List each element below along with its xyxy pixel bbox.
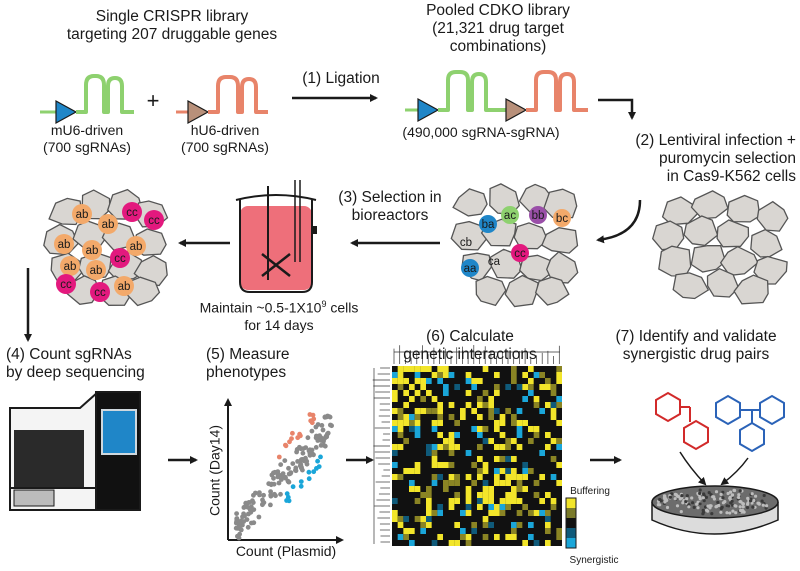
svg-text:ab: ab — [76, 209, 89, 221]
heatmap-top-dendrogram — [393, 345, 560, 364]
hU6-promoter-icon — [187, 99, 210, 125]
pooled-construct — [405, 70, 588, 123]
mU6-label: mU6-driven (700 sgRNAs) — [43, 122, 131, 155]
drug-arrow-right — [720, 457, 749, 486]
svg-text:cc: cc — [114, 253, 126, 265]
svg-text:bb: bb — [532, 210, 545, 222]
svg-text:bc: bc — [556, 213, 568, 225]
blue-drug-structure-icon — [715, 394, 785, 453]
heatmap-color-legend — [565, 497, 577, 549]
svg-text:ab: ab — [90, 265, 103, 277]
pooled-mU6-promoter-icon — [417, 97, 440, 123]
svg-text:ac: ac — [504, 210, 516, 222]
heatmap-cells — [392, 366, 562, 546]
svg-text:aa: aa — [464, 263, 477, 275]
svg-text:ab: ab — [64, 261, 77, 273]
step4-label: (4) Count sgRNAs by deep sequencing — [6, 346, 145, 381]
bioreactor-icon — [235, 180, 317, 293]
interaction-heatmap — [372, 345, 577, 549]
step5-label: (5) Measure phenotypes — [206, 346, 290, 381]
curved-arrow — [596, 199, 642, 244]
hU6-construct — [176, 75, 268, 125]
scatter-x-label: Count (Plasmid) — [235, 543, 337, 559]
step1-label: (1) Ligation — [302, 70, 380, 87]
heatmap-legend-buffering: Buffering — [570, 486, 610, 497]
svg-text:cc: cc — [60, 279, 72, 291]
orange-sgrna-hairpin-icon — [208, 75, 268, 114]
svg-text:ab: ab — [86, 245, 99, 257]
scatter-y-label: Count (Day14) — [206, 424, 223, 517]
heatmap-left-dendrogram — [372, 367, 390, 544]
single-library-title: Single CRISPR library targeting 207 drug… — [66, 8, 278, 43]
step3-label: (3) Selection in bioreactors — [338, 189, 442, 224]
pooled-library-title: Pooled CDKO library (21,321 drug target … — [426, 2, 570, 55]
svg-text:cc: cc — [94, 287, 106, 299]
svg-text:cc: cc — [126, 207, 138, 219]
green-sgrna-hairpin-icon — [76, 74, 134, 114]
maintain-cells-label: Maintain ~0.5-1X109 cells for 14 days — [199, 299, 359, 333]
sequencer-icon — [9, 391, 141, 511]
svg-text:ba: ba — [482, 219, 495, 231]
phenotype-scatter-plot — [224, 398, 344, 544]
svg-text:ab: ab — [130, 241, 143, 253]
drug-arrow-left — [679, 451, 707, 486]
svg-text:cc: cc — [148, 215, 160, 227]
scatter-points — [233, 412, 334, 541]
svg-text:ab: ab — [118, 281, 131, 293]
svg-text:ab: ab — [58, 239, 71, 251]
step7-label: (7) Identify and validate synergistic dr… — [615, 328, 777, 363]
pooled-count-label: (490,000 sgRNA-sgRNA) — [402, 124, 560, 140]
step6-label: (6) Calculate genetic interactions — [403, 328, 537, 363]
plus-sign: + — [146, 88, 160, 113]
hU6-label: hU6-driven (700 sgRNAs) — [181, 122, 269, 155]
infection-arrow — [598, 98, 636, 120]
pooled-hU6-promoter-icon — [505, 97, 528, 123]
heatmap-legend-synergistic: Synergistic — [569, 555, 619, 566]
step2-label: (2) Lentiviral infection + puromycin sel… — [635, 132, 796, 185]
svg-text:cb: cb — [460, 237, 472, 249]
k562-cell-cluster — [651, 190, 789, 305]
svg-text:ab: ab — [102, 219, 115, 231]
mU6-construct — [40, 74, 134, 125]
culture-dish-icon — [651, 485, 779, 535]
svg-text:ca: ca — [488, 256, 501, 268]
mU6-promoter-icon — [55, 99, 78, 125]
red-drug-structure-icon — [655, 391, 709, 451]
svg-text:cc: cc — [514, 248, 526, 260]
